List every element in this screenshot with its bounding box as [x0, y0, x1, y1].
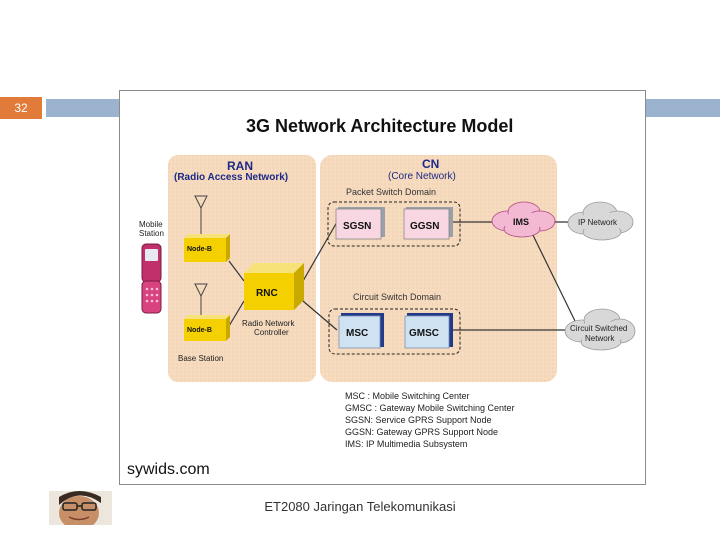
connection-lines: [228, 221, 576, 331]
mobile-phone-icon: [141, 243, 162, 314]
svg-text:GGSN: GGSN: [410, 221, 439, 232]
nodeb-box: Node-B: [184, 315, 230, 341]
ims-label: IMS: [513, 217, 529, 227]
circuit-domain-box: [328, 308, 461, 355]
page-number: 32: [0, 97, 42, 119]
credit-text: sywids.com: [127, 461, 210, 478]
svg-text:Node-B: Node-B: [187, 246, 212, 253]
rnc-caption: Radio Network: [242, 319, 295, 328]
cn-title: CN: [422, 157, 439, 171]
gmsc-box: GMSC: [404, 313, 453, 349]
network-diagram: 3G Network Architecture Model RAN (Radio…: [119, 90, 646, 485]
cn-subtitle: (Core Network): [388, 171, 456, 182]
antenna-icon: [194, 195, 208, 238]
nodeb-box: Node-B: [184, 234, 230, 262]
legend-item: MSC : Mobile Switching Center: [345, 391, 470, 401]
ip-network-label: IP Network: [578, 218, 618, 227]
base-station-label: Base Station: [178, 354, 223, 363]
packet-domain-label: Packet Switch Domain: [346, 187, 436, 197]
ran-subtitle: (Radio Access Network): [174, 172, 288, 183]
svg-text:GMSC: GMSC: [409, 328, 439, 339]
portrait-photo: [49, 491, 112, 525]
ggsn-box: GGSN: [403, 207, 453, 240]
packet-domain-box: [327, 201, 461, 247]
legend-item: GGSN: Gateway GPRS Support Node: [345, 427, 498, 437]
legend-item: SGSN: Service GPRS Support Node: [345, 415, 492, 425]
rnc-box: RNC: [244, 263, 304, 310]
antenna-icon: [194, 283, 208, 317]
svg-text:RNC: RNC: [256, 288, 278, 299]
svg-text:SGSN: SGSN: [343, 221, 371, 232]
cloud-icon: IP Network: [567, 201, 634, 241]
mobile-station-label-2: Station: [139, 229, 164, 238]
svg-text:Node-B: Node-B: [187, 327, 212, 334]
msc-box: MSC: [338, 313, 384, 349]
legend-item: IMS: IP Multimedia Subsystem: [345, 439, 467, 449]
circuit-network-label-2: Network: [585, 334, 615, 343]
circuit-domain-label: Circuit Switch Domain: [353, 292, 441, 302]
ran-title: RAN: [227, 159, 253, 173]
diagram-title: 3G Network Architecture Model: [246, 116, 513, 136]
sgsn-box: SGSN: [335, 207, 385, 240]
cloud-icon: Circuit Switched Network: [564, 308, 636, 351]
rnc-caption-2: Controller: [254, 328, 289, 337]
legend: MSC : Mobile Switching Center GMSC : Gat…: [345, 391, 515, 449]
circuit-network-label: Circuit Switched: [570, 324, 627, 333]
svg-text:MSC: MSC: [346, 328, 368, 339]
cloud-icon: IMS: [491, 201, 556, 238]
footer-text: ET2080 Jaringan Telekomunikasi: [264, 499, 456, 514]
legend-item: GMSC : Gateway Mobile Switching Center: [345, 403, 515, 413]
mobile-station-label: Mobile: [139, 220, 163, 229]
